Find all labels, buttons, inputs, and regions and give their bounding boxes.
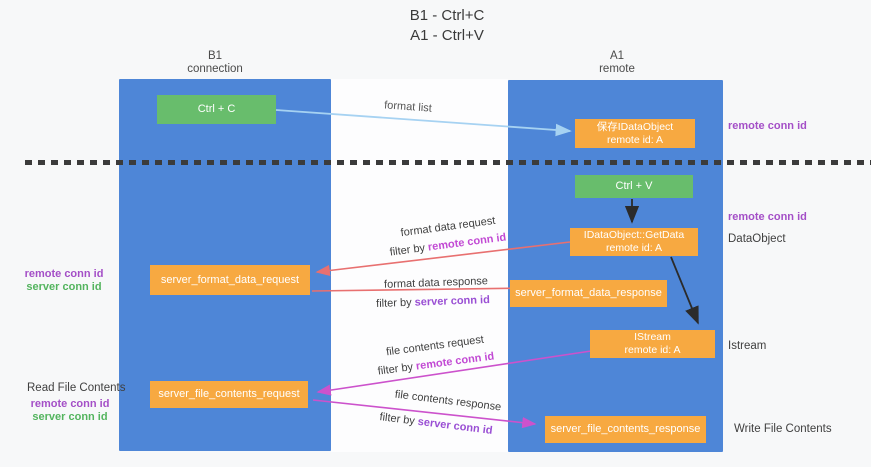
label-dataobject: DataObject bbox=[728, 233, 786, 245]
istream-line2: remote id: A bbox=[624, 344, 681, 356]
ctrl-v-label: Ctrl + V bbox=[615, 180, 653, 192]
node-server-format-data-request: server_format_data_request bbox=[150, 265, 310, 295]
server-format-data-request-label: server_format_data_request bbox=[160, 273, 300, 286]
getdata-line2: remote id: A bbox=[605, 242, 663, 254]
title-line-1: B1 - Ctrl+C bbox=[409, 7, 485, 24]
server-format-data-response-label: server_format_data_response bbox=[515, 287, 662, 299]
phase-separator-dashed-line bbox=[25, 160, 871, 165]
label-remote-conn-id-top: remote conn id bbox=[728, 120, 807, 132]
lane-a1-subtitle: remote bbox=[599, 63, 635, 75]
save-idataobject-line2: remote id: A bbox=[606, 133, 664, 146]
label-conn-pair-format: remote conn id server conn id bbox=[20, 268, 108, 293]
title-line-2: A1 - Ctrl+V bbox=[410, 27, 484, 44]
label-read-file-contents: Read File Contents bbox=[27, 382, 126, 394]
label-format-remote-conn-id: remote conn id bbox=[24, 268, 104, 280]
istream-line1: IStream bbox=[634, 331, 671, 343]
diagram-title: B1 - Ctrl+C A1 - Ctrl+V bbox=[410, 6, 485, 46]
server-file-contents-response-label: server_file_contents_response bbox=[550, 423, 701, 435]
node-istream: IStream remote id: A bbox=[590, 330, 715, 358]
label-istream: Istream bbox=[728, 340, 767, 352]
label-remote-conn-id-mid: remote conn id bbox=[728, 211, 807, 223]
label-file-server-conn-id: server conn id bbox=[32, 410, 108, 423]
node-save-idataobject: 保存IDataObject remote id: A bbox=[575, 119, 695, 148]
getdata-line1: IDataObject::GetData bbox=[583, 229, 685, 241]
node-server-file-contents-request: server_file_contents_request bbox=[150, 381, 308, 408]
label-format-server-conn-id: server conn id bbox=[26, 280, 102, 293]
lane-header-a1: A1 remote bbox=[599, 50, 635, 76]
lane-b1-name: B1 bbox=[207, 50, 223, 62]
node-server-file-contents-response: server_file_contents_response bbox=[545, 416, 706, 443]
server-file-contents-request-label: server_file_contents_request bbox=[158, 388, 300, 400]
lane-header-b1: B1 connection bbox=[187, 50, 243, 76]
node-server-format-data-response: server_format_data_response bbox=[510, 280, 667, 307]
node-ctrl-v: Ctrl + V bbox=[575, 175, 693, 198]
label-write-file-contents: Write File Contents bbox=[734, 423, 832, 435]
filter-by-text: filter by bbox=[375, 296, 415, 310]
label-file-remote-conn-id: remote conn id bbox=[30, 398, 110, 410]
lane-a1-name: A1 bbox=[609, 50, 625, 62]
lane-b1-subtitle: connection bbox=[187, 63, 243, 75]
node-idataobject-getdata: IDataObject::GetData remote id: A bbox=[570, 228, 698, 256]
save-idataobject-line1: 保存IDataObject bbox=[596, 120, 674, 133]
ctrl-c-label: Ctrl + C bbox=[197, 103, 236, 115]
node-ctrl-c: Ctrl + C bbox=[157, 95, 276, 124]
label-conn-pair-file: remote conn id server conn id bbox=[26, 398, 114, 423]
